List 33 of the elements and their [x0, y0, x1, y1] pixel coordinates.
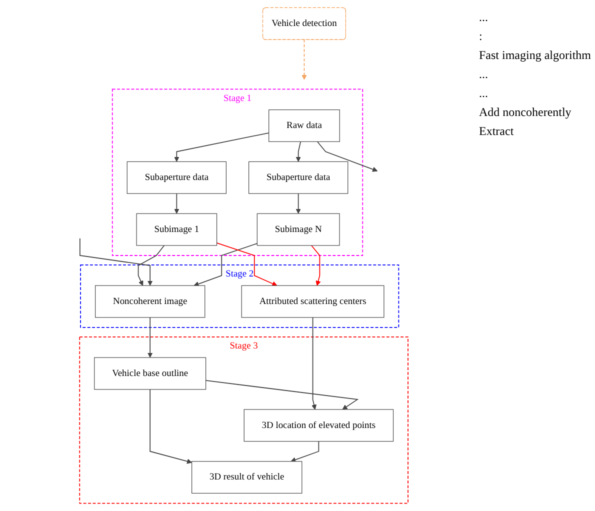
- arrow: [311, 245, 321, 286]
- arrow: [290, 440, 320, 462]
- arrow: [216, 242, 278, 286]
- annotation-text: Fast imaging algorithm: [479, 48, 591, 63]
- node-box: Subaperture data: [248, 161, 348, 194]
- node-box: Vehicle base outline: [94, 357, 206, 390]
- annotation-text: Extract: [479, 124, 515, 139]
- arrow: [194, 243, 258, 286]
- annotation-text: ...: [479, 86, 489, 101]
- arrow: [150, 388, 192, 464]
- arrow: [296, 141, 302, 162]
- node-box: Raw data: [268, 109, 340, 142]
- annotation-text: Add noncoherently: [479, 105, 572, 120]
- node-box: Attributed scattering centers: [241, 285, 384, 318]
- arrow: [302, 39, 307, 80]
- annotation-text: ...: [479, 10, 489, 25]
- node-box: 3D result of vehicle: [192, 461, 302, 494]
- node-box: Noncoherent image: [95, 285, 206, 318]
- node-box: Subaperture data: [126, 161, 226, 194]
- arrow: [174, 193, 180, 214]
- node-box: Subimage 1: [136, 213, 218, 246]
- node-box: Subimage N: [256, 213, 340, 246]
- arrow: [311, 317, 317, 410]
- arrow: [296, 193, 301, 214]
- arrow: [205, 380, 359, 410]
- arrow: [79, 238, 153, 286]
- arrow: [316, 141, 378, 172]
- arrow: [174, 132, 270, 162]
- annotation-text: :: [479, 29, 484, 44]
- arrow: [138, 245, 165, 286]
- node-box: 3D location of elevated points: [244, 409, 394, 442]
- arrow: [148, 317, 153, 358]
- annotation-text: ...: [479, 67, 489, 82]
